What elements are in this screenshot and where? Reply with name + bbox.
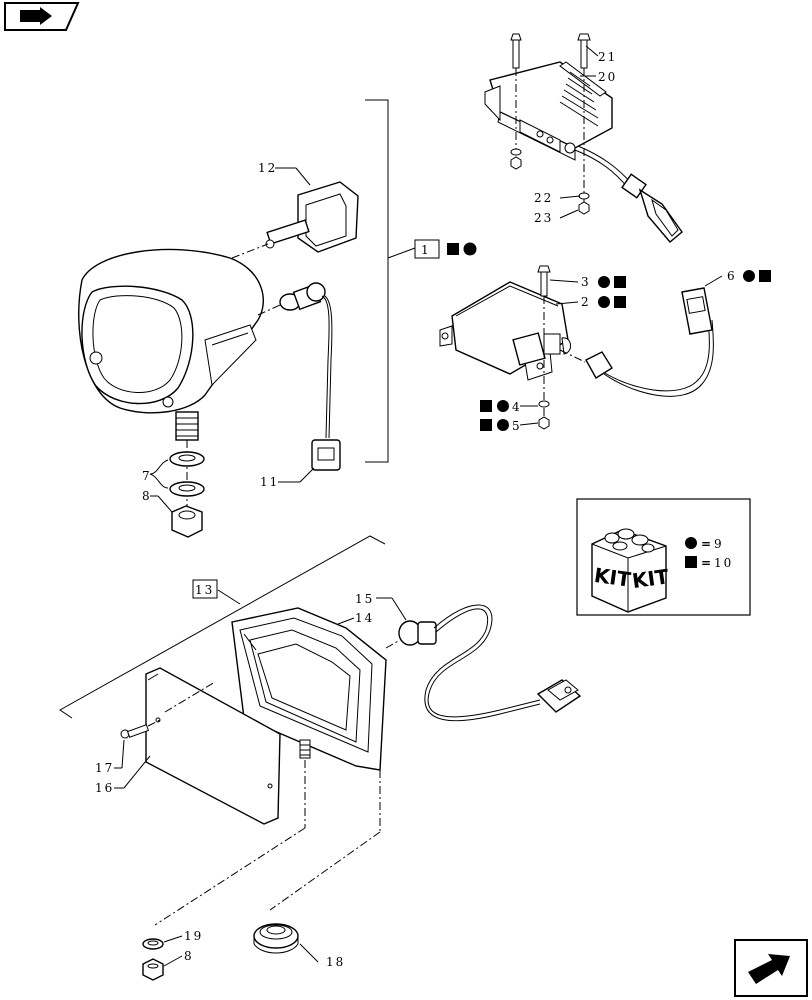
rect-lamp-bulb-cable — [385, 604, 582, 722]
washers-and-nut — [169, 440, 205, 538]
lamp-bulb-wire — [257, 282, 341, 471]
filled-circle-icon — [463, 242, 477, 256]
label-6: 6 — [727, 269, 737, 283]
label-9: 9 — [714, 537, 724, 551]
lamp-bulb-holder — [231, 181, 359, 259]
kit-eq-2: = — [701, 556, 713, 570]
filled-circle-icon — [598, 296, 610, 308]
label-23: 23 — [534, 211, 553, 225]
work-lamp-housing — [78, 248, 264, 441]
filled-square-icon — [480, 419, 492, 431]
label-18: 18 — [326, 955, 345, 969]
filled-square-icon — [759, 270, 771, 282]
filled-circle-icon — [685, 537, 697, 549]
label-14: 14 — [355, 611, 374, 625]
filled-circle-icon — [497, 400, 509, 412]
kit-word-left: KIT — [593, 563, 633, 592]
lower-washer-nut — [142, 938, 164, 981]
filled-square-icon — [685, 556, 697, 568]
control-unit — [439, 265, 714, 430]
rect-lamp-housing — [231, 607, 387, 771]
label-8a: 8 — [142, 489, 152, 503]
arrow-tab-icon[interactable] — [4, 2, 80, 31]
label-16: 16 — [95, 781, 114, 795]
label-20: 20 — [598, 70, 617, 84]
filled-circle-icon — [743, 270, 755, 282]
kit-eq-1: = — [701, 537, 713, 551]
label-19: 19 — [184, 929, 203, 943]
label-1: 1 — [421, 243, 431, 257]
filled-circle-icon — [497, 419, 509, 431]
label-13: 13 — [195, 583, 214, 597]
label-21: 21 — [598, 50, 617, 64]
group-bracket-1: 1 — [365, 99, 477, 463]
label-7: 7 — [142, 469, 152, 483]
lamp-lens — [145, 667, 281, 825]
relay-module-top — [484, 33, 683, 243]
grommet — [253, 923, 299, 954]
filled-square-icon — [614, 296, 626, 308]
label-22: 22 — [534, 191, 553, 205]
group-bracket-13: 13 — [59, 535, 386, 719]
label-5: 5 — [512, 419, 522, 433]
label-12: 12 — [258, 161, 277, 175]
lens-screw — [120, 719, 161, 739]
label-3: 3 — [581, 275, 591, 289]
filled-square-icon — [480, 400, 492, 412]
next-page-arrow-icon[interactable] — [734, 939, 808, 997]
label-11: 11 — [260, 475, 279, 489]
label-17: 17 — [95, 761, 114, 775]
filled-square-icon — [614, 276, 626, 288]
label-8b: 8 — [184, 949, 194, 963]
label-4: 4 — [512, 400, 522, 414]
label-15: 15 — [355, 592, 374, 606]
label-10: 10 — [714, 556, 733, 570]
filled-square-icon — [447, 243, 459, 255]
filled-circle-icon — [598, 276, 610, 288]
label-2: 2 — [581, 295, 591, 309]
kit-legend: KIT KIT = 9 = 10 — [576, 498, 751, 616]
kit-word-right: KIT — [631, 564, 671, 593]
